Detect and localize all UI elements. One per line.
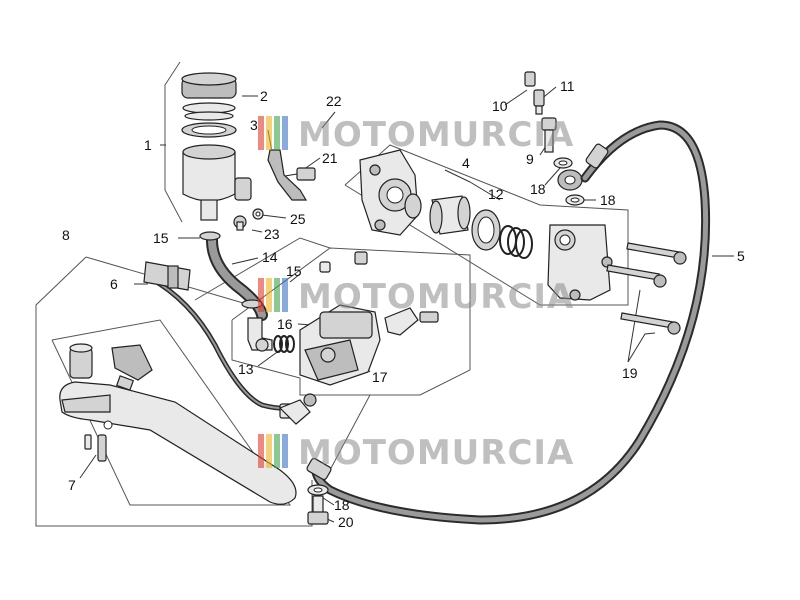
watermark-logo-middle: MOTOMURCIA (258, 277, 574, 317)
mounting-bolts (606, 242, 687, 335)
callout-18-right: 18 (600, 192, 616, 208)
callout-5: 5 (737, 248, 745, 264)
reservoir-gasket (181, 122, 237, 138)
watermark-stripe (258, 278, 264, 312)
slave-spring (499, 225, 533, 259)
lever-adjuster (111, 344, 153, 391)
lower-washer (307, 484, 329, 496)
master-cylinder-clamp (384, 307, 439, 336)
slave-cylinder-seal (404, 193, 422, 219)
watermark-stripes (258, 278, 288, 312)
lever-pivot-pin (84, 434, 107, 462)
callout-25: 25 (290, 211, 306, 227)
clutch-lever (59, 381, 297, 505)
callout-23: 23 (264, 226, 280, 242)
bleed-valve-cap (524, 71, 536, 87)
master-cylinder-body (299, 304, 381, 407)
watermark-logo-bottom: MOTOMURCIA (258, 433, 574, 473)
watermark-stripes (258, 434, 288, 468)
master-piston-spring (273, 335, 295, 353)
callout-7: 7 (68, 477, 76, 493)
watermark-stripe (282, 116, 288, 150)
callout-15-lower: 15 (286, 263, 302, 279)
callout-labels: 1 2 3 22 21 25 23 15 14 15 6 16 13 17 4 … (62, 78, 745, 530)
watermark-stripe (258, 116, 264, 150)
reservoir-body (182, 144, 252, 221)
callout-21: 21 (322, 150, 338, 166)
callout-15-upper: 15 (153, 230, 169, 246)
switch-bracket (278, 399, 311, 425)
reservoir-hose (199, 231, 268, 321)
bracket-screw (284, 167, 316, 181)
callout-4: 4 (462, 155, 470, 171)
callout-9: 9 (526, 151, 534, 167)
callout-18-lower: 18 (334, 497, 350, 513)
watermark-stripe (258, 434, 264, 468)
callout-1: 1 (144, 137, 152, 153)
slave-cylinder-body (547, 224, 613, 301)
watermark-stripe (282, 434, 288, 468)
watermark-stripe (274, 278, 280, 312)
watermark-stripe (266, 434, 272, 468)
watermark-stripe (266, 116, 272, 150)
reservoir-bracket (267, 149, 308, 201)
assembly-box-slave-cylinder (344, 144, 629, 306)
master-cylinder-fitting (319, 251, 368, 273)
callout-18-upper: 18 (530, 181, 546, 197)
watermark-stripes (258, 116, 288, 150)
callout-14: 14 (262, 249, 278, 265)
slave-cylinder-housing (359, 149, 419, 236)
watermark-stripe (282, 278, 288, 312)
callout-12: 12 (488, 186, 504, 202)
callout-2: 2 (260, 88, 268, 104)
callout-22: 22 (326, 93, 342, 109)
callout-13: 13 (238, 361, 254, 377)
callout-16: 16 (277, 316, 293, 332)
reservoir-cap (181, 72, 237, 121)
banjo-fitting (557, 169, 583, 191)
callout-10: 10 (492, 98, 508, 114)
banjo-bolt (541, 117, 557, 153)
watermark-text: MOTOMURCIA (298, 277, 574, 317)
bleed-valve (533, 89, 545, 115)
watermark-logo-top: MOTOMURCIA (258, 115, 574, 155)
watermark-stripe (266, 278, 272, 312)
callout-8: 8 (62, 227, 70, 243)
slave-piston (429, 195, 471, 235)
banjo-washer-upper (553, 157, 573, 169)
banjo-washer-lower (565, 194, 585, 206)
callout-20: 20 (338, 514, 354, 530)
small-washer (252, 208, 264, 220)
callout-17: 17 (372, 369, 388, 385)
hose-end-fitting (306, 457, 332, 481)
watermark-stripe (274, 434, 280, 468)
callout-11: 11 (560, 78, 575, 94)
clutch-hose (311, 120, 711, 525)
callout-6: 6 (110, 276, 118, 292)
hose-elbow-fitting (247, 317, 273, 352)
watermark-stripe (274, 116, 280, 150)
lower-banjo-bolt (307, 495, 329, 525)
callout-19: 19 (622, 365, 638, 381)
assembly-box-reservoir (164, 61, 183, 223)
reservoir-fitting (233, 215, 247, 231)
watermark-text: MOTOMURCIA (298, 115, 574, 155)
callout-3: 3 (250, 117, 258, 133)
watermark-text: MOTOMURCIA (298, 433, 574, 473)
lever-bushing (69, 343, 93, 379)
slave-oring (471, 209, 501, 251)
